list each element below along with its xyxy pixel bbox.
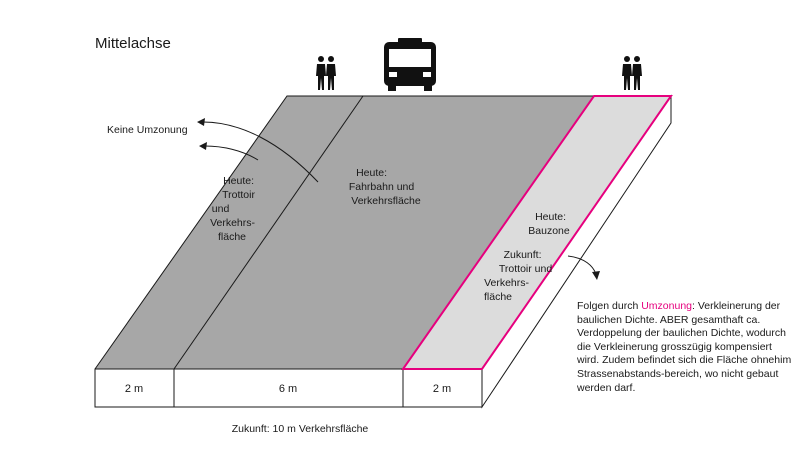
surface-trottoir-left	[95, 96, 363, 369]
arrow-head-upper	[197, 118, 205, 126]
dimension-left: 2 m	[125, 383, 143, 395]
arrow-keine-umzonung-upper	[202, 121, 319, 183]
arrow-head-note	[592, 271, 600, 280]
surface-fahrbahn	[174, 96, 594, 369]
arrow-keine-umzonung-lower	[204, 145, 259, 161]
label-fahrbahn: Heute: Fahrbahn und Verkehrsfläche	[349, 167, 421, 207]
front-face-middle	[173, 368, 404, 408]
rezoning-outline	[401, 95, 673, 370]
diagram-title: Mittelachse	[95, 35, 171, 52]
dimension-right: 2 m	[433, 383, 451, 395]
label-bauzone: Heute: Bauzone	[528, 211, 570, 237]
note-text: : Verkleinerung der baulichen Dichte. AB…	[577, 300, 792, 394]
note-highlight-umzonung: Umzonung	[641, 300, 692, 312]
pedestrians-icon	[622, 56, 642, 90]
arrow-head-lower	[199, 142, 207, 150]
label-trottoir: Heute: Trottoir und Verkehrs- fläche	[210, 175, 258, 243]
bottom-caption: Zukunft: 10 m Verkehrsfläche	[232, 423, 369, 435]
divider-line	[173, 95, 364, 370]
label-keine-umzonung: Keine Umzonung	[107, 124, 188, 136]
front-face-right	[402, 368, 483, 408]
consequences-note: Folgen durch Umzonung: Verkleinerung der…	[577, 300, 792, 395]
dimension-middle: 6 m	[279, 383, 297, 395]
surface-bauzone	[403, 96, 671, 369]
label-zukunft: Zukunft: Trottoir und Verkehrs- fläche	[484, 249, 555, 303]
bus-icon	[384, 38, 436, 91]
surface-outline	[94, 95, 594, 370]
note-prefix: Folgen durch	[577, 300, 642, 312]
pedestrians-icon	[316, 56, 336, 90]
